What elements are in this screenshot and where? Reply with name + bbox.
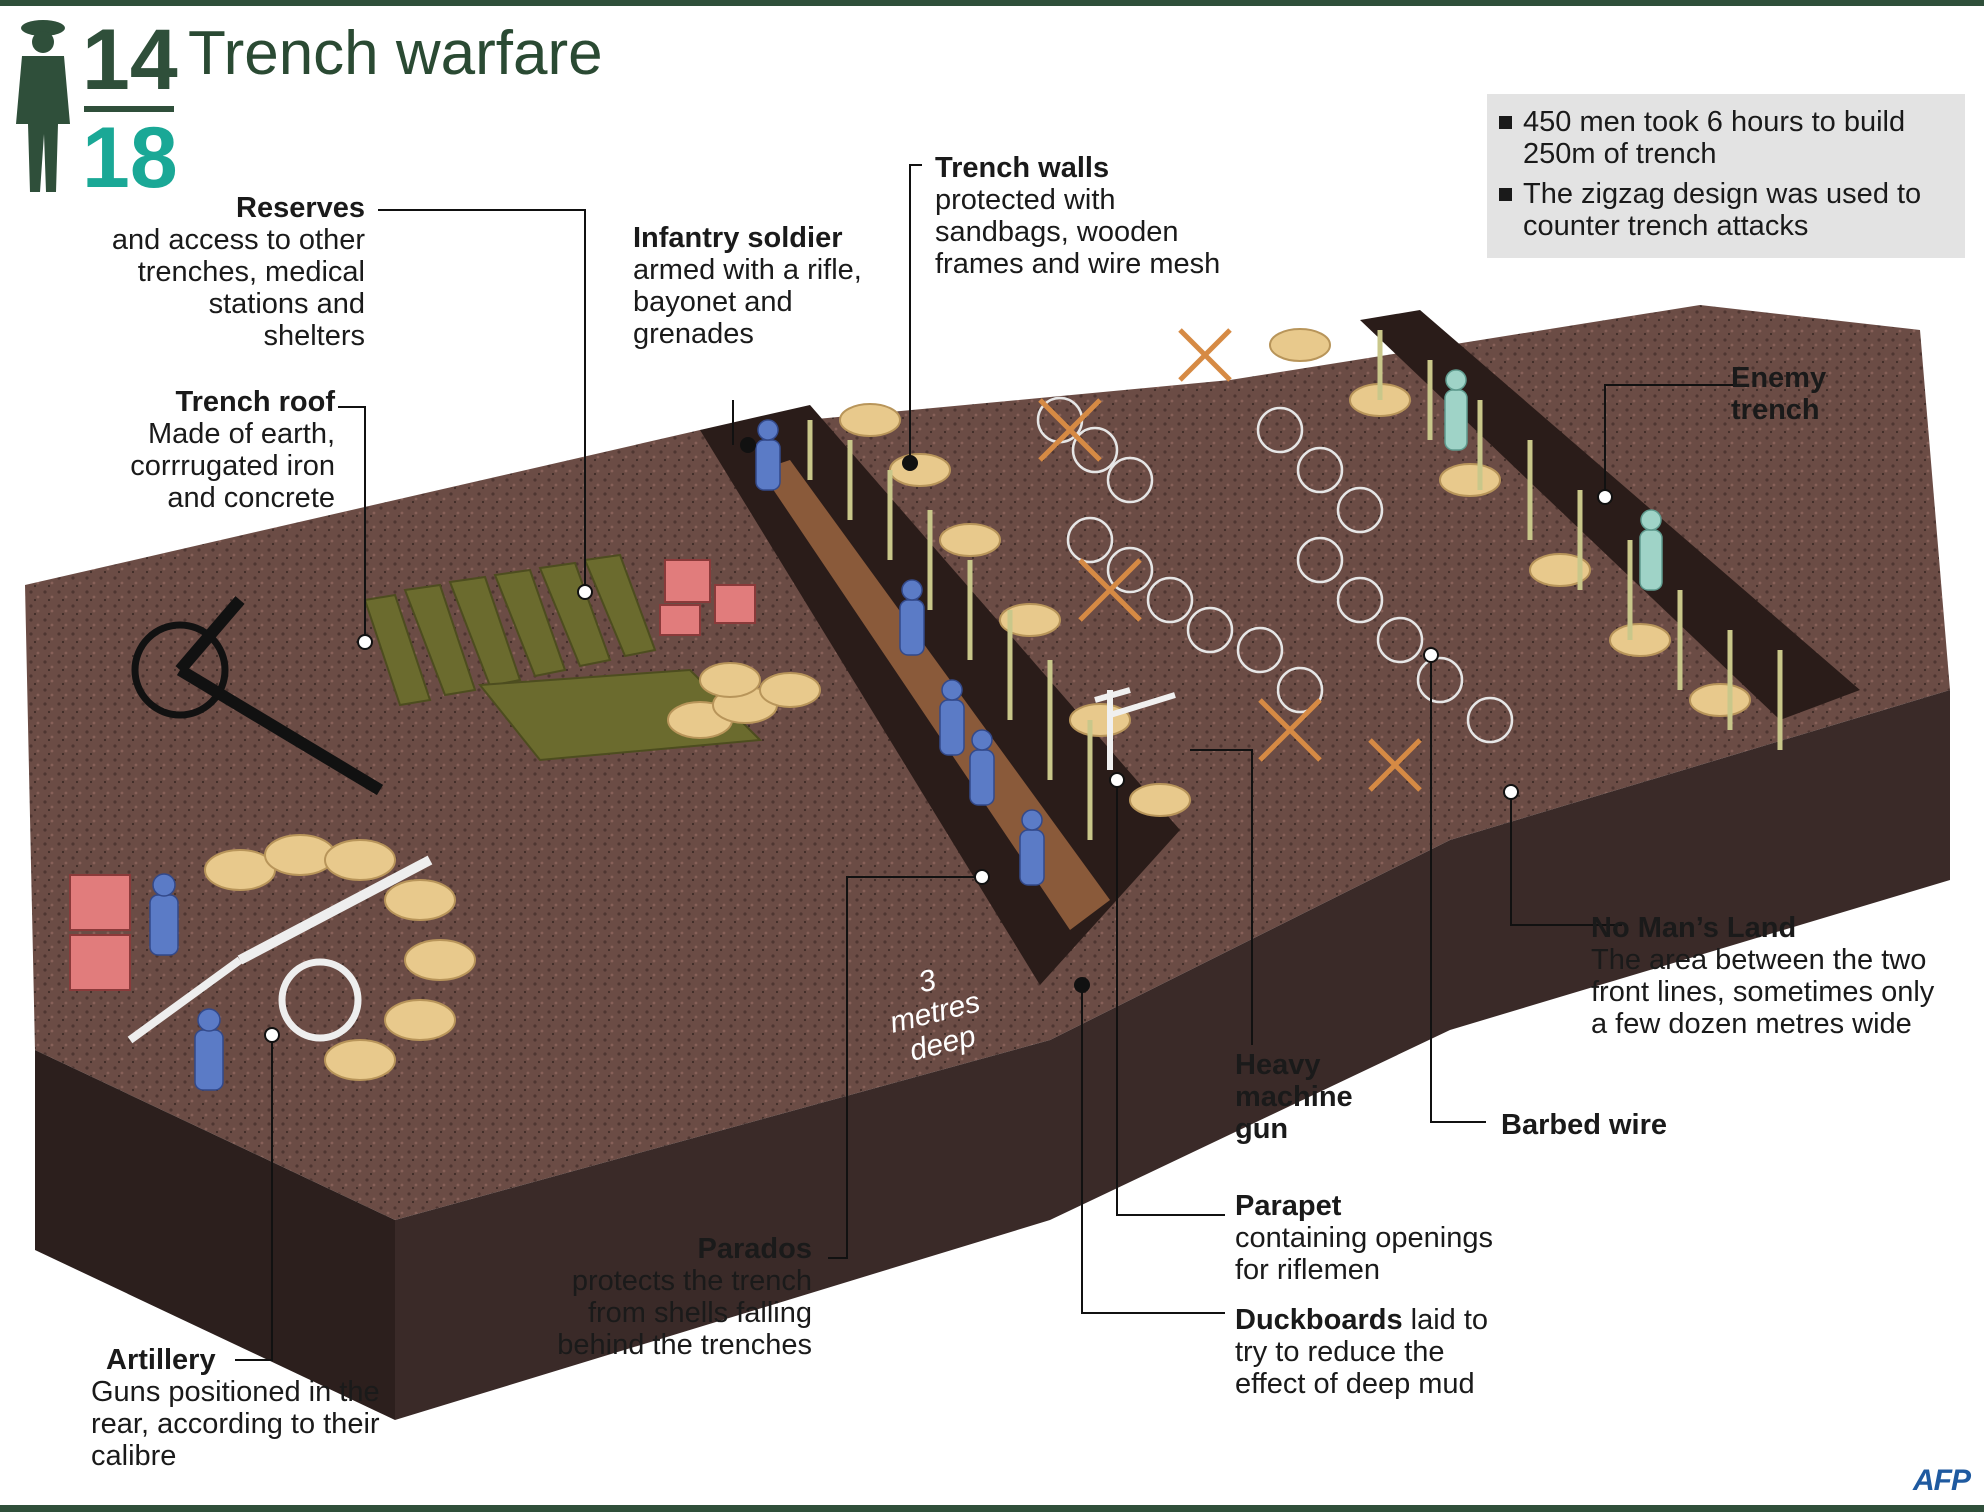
info-item: The zigzag design was used to counter tr… [1499, 178, 1943, 242]
sandbags [204, 328, 1751, 1081]
label-trench-roof: Trench roof Made of earth, corrrugated i… [90, 386, 335, 514]
supply-crates [69, 559, 756, 991]
label-barbed-wire: Barbed wire [1501, 1109, 1701, 1141]
label-parapet: Parapet containing openings for riflemen [1235, 1190, 1525, 1286]
artillery-guns [127, 596, 433, 1044]
ground-side-face [395, 690, 1950, 1420]
label-title: Trench walls [935, 152, 1110, 184]
leader-dots-dark [740, 437, 1090, 993]
label-title: Heavy machine gun [1235, 1049, 1353, 1145]
label-infantry: Infantry soldier armed with a rifle, bay… [633, 222, 893, 350]
label-trench-walls: Trench walls protected with sandbags, wo… [935, 152, 1235, 280]
top-rule [0, 0, 1984, 6]
label-title: Parados [697, 1233, 812, 1265]
label-title: No Man’s Land [1591, 912, 1797, 944]
label-title: Reserves [236, 192, 365, 224]
label-text: Made of earth, corrrugated iron and conc… [130, 418, 335, 514]
barbed-wire [1036, 396, 1514, 744]
enemy-trench [1360, 310, 1860, 720]
label-artillery: Artillery Guns positioned in the rear, a… [91, 1344, 391, 1472]
label-title: Duckboards [1235, 1304, 1403, 1336]
ground-front-face [35, 1050, 395, 1420]
label-text: protects the trench from shells falling … [557, 1265, 812, 1361]
label-heavy-machine-gun: Heavy machine gun [1235, 1049, 1375, 1145]
label-text: armed with a rifle, bayonet and grenades [633, 254, 862, 350]
trench-wall-frames [807, 330, 1783, 840]
label-title: Infantry soldier [633, 222, 843, 254]
machine-gun [1094, 687, 1176, 770]
logo-year-bottom: 18 [82, 110, 178, 206]
label-title: Trench roof [175, 386, 335, 418]
label-text: and access to other trenches, medical st… [111, 224, 365, 352]
label-text: Guns positioned in the rear, according t… [91, 1376, 380, 1472]
leader-lines [235, 164, 1735, 1361]
afp-logo: AFP [1913, 1464, 1971, 1497]
label-text: laid to try to reduce the effect of deep… [1235, 1304, 1489, 1400]
label-text: The area between the two front lines, so… [1591, 944, 1935, 1040]
wire-stakes [1038, 328, 1422, 792]
bottom-rule [0, 1505, 1984, 1512]
allied-soldiers [149, 419, 1045, 1091]
label-text: containing openings for riflemen [1235, 1222, 1493, 1286]
info-item: 450 men took 6 hours to build 250m of tr… [1499, 106, 1943, 170]
ww1-logo: 14 18 [8, 12, 178, 206]
leader-dots [264, 489, 1613, 1043]
duckboards [760, 460, 1110, 930]
label-title: Barbed wire [1501, 1109, 1667, 1141]
label-no-mans-land: No Man’s Land The area between the two f… [1591, 912, 1951, 1040]
label-title: Parapet [1235, 1190, 1342, 1222]
label-text: protected with sandbags, wooden frames a… [935, 184, 1221, 280]
enemy-soldiers [1444, 369, 1663, 591]
label-parados: Parados protects the trench from shells … [520, 1233, 812, 1361]
info-box: 450 men took 6 hours to build 250m of tr… [1487, 94, 1965, 258]
label-reserves: Reserves and access to other trenches, m… [100, 192, 365, 352]
label-enemy-trench: Enemy trench [1731, 362, 1841, 426]
page-title: Trench warfare [188, 19, 603, 88]
soldier-silhouette-icon [16, 20, 70, 192]
label-title: Artillery [106, 1344, 216, 1376]
logo-year-top: 14 [82, 12, 178, 108]
label-title: Enemy trench [1731, 362, 1827, 426]
logo-divider [84, 106, 174, 112]
label-duckboards: Duckboards laid to try to reduce the eff… [1235, 1304, 1505, 1400]
